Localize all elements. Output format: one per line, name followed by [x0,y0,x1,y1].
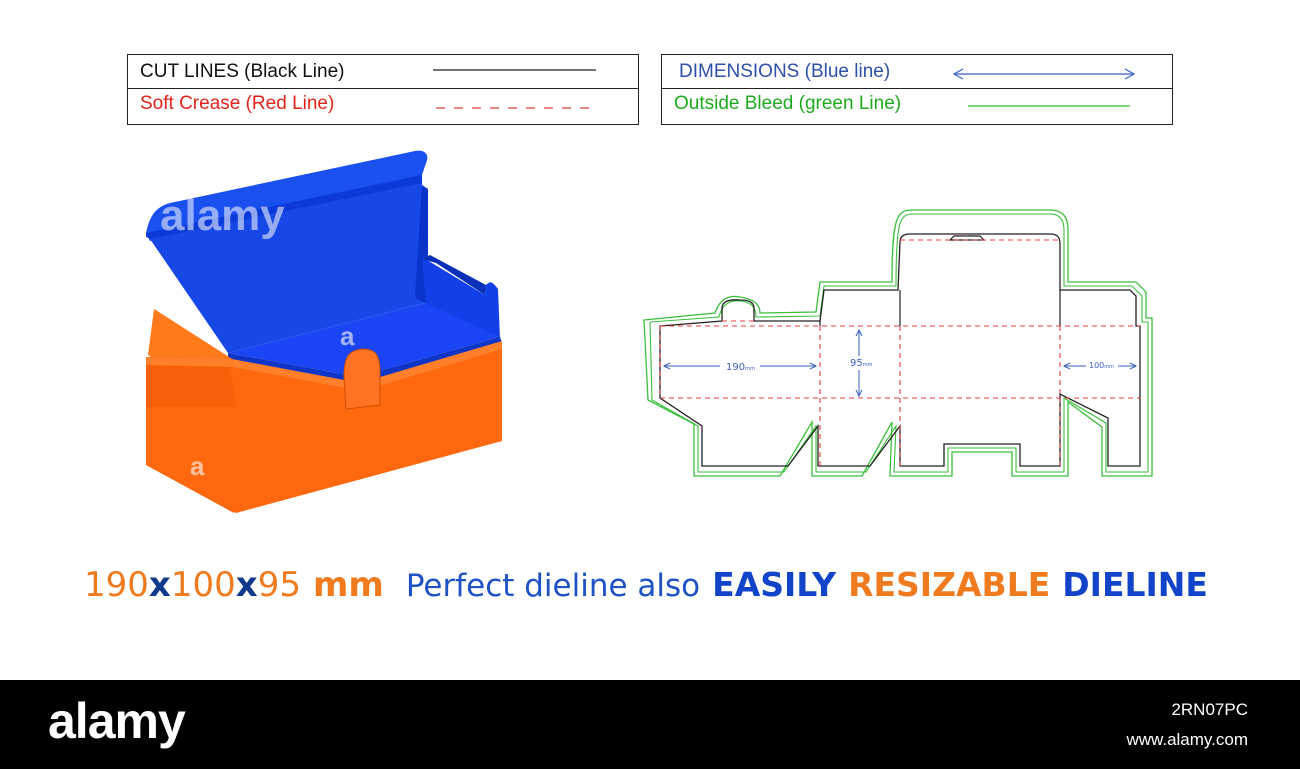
tagline-dim-length: 190 [84,565,149,605]
box-back-wall [150,183,425,353]
legend-label-outside-bleed: Outside Bleed (green Line) [674,93,902,114]
tagline-times-1: x [148,565,171,605]
cut-lock-slot [948,235,986,241]
watermark-image-id: 2RN07PC [1171,700,1248,719]
tagline-resizable: RESIZABLE [848,565,1051,604]
tagline-times-2: x [235,565,258,605]
legend-sample-dimension-arrow [952,68,1136,80]
dimension-value-height: 95 [850,358,863,369]
crease-lines [659,239,1140,466]
box-tuck-tab [343,348,381,410]
legend-sample-cut-line [433,69,596,71]
legend-row-outside-bleed: Outside Bleed (green Line) [662,89,1172,123]
box-front-rim [146,341,502,391]
dimension-label-width: 100mm [1089,361,1114,370]
tagline-dieline: DIELINE [1062,565,1208,604]
tagline-easily: EASILY [712,565,837,604]
dim-label-bg-length [720,358,760,374]
watermark-mark-box-top: a [340,321,355,351]
legend-row-soft-crease: Soft Crease (Red Line) [128,89,638,123]
cut-outline [659,233,1141,467]
dimension-label-height: 95mm [850,358,873,369]
legend-sample-crease-line [436,107,596,109]
watermark-mark-box-bottom: a [190,451,205,481]
tagline-middle-text: Perfect dieline also [405,568,701,604]
dimension-label-length: 190mm [726,362,755,373]
box-lid-edge [146,175,422,241]
bleed-outline-outer [643,209,1153,477]
watermark-site-url: www.alamy.com [1126,730,1248,749]
dimension-unit-height: mm [863,362,873,368]
dimension-unit-length: mm [745,366,755,372]
legend-sample-bleed-line [968,105,1130,107]
dimension-value-width: 100 [1089,361,1104,370]
watermark-footer-bar: alamy 2RN07PC www.alamy.com [0,680,1300,769]
dieline-drawing: 190mm 95mm 100mm [643,209,1153,477]
watermark-logo: alamy [48,693,186,749]
legend-box-dimension-bleed: DIMENSIONS (Blue line) Outside Bleed (gr… [661,54,1173,125]
dimension-unit-width: mm [1104,364,1114,370]
box-side-flap [422,257,500,339]
tagline-dim-height: 95 [257,565,301,605]
dimension-value-length: 190 [726,362,745,373]
box-3d-illustration: alamy a a [146,150,502,513]
box-floor [228,303,500,377]
bleed-outline-inner [649,213,1149,473]
legend-label-soft-crease: Soft Crease (Red Line) [140,93,335,114]
legend-label-cut-lines: CUT LINES (Black Line) [140,61,345,82]
legend-row-cut-lines: CUT LINES (Black Line) [128,55,638,89]
watermark-text-box: alamy [160,191,285,240]
box-front-face [146,343,502,513]
dim-label-bg-height [848,356,874,370]
box-front-top-band [146,357,236,407]
dim-label-bg-width [1086,358,1118,372]
tagline-dim-width: 100 [170,565,236,605]
legend-label-dimensions: DIMENSIONS (Blue line) [679,61,891,82]
box-side-flap-edge [422,255,486,295]
tagline-unit: mm [312,565,384,605]
legend-row-dimensions: DIMENSIONS (Blue line) [662,55,1172,89]
legend-box-cut-crease: CUT LINES (Black Line) Soft Crease (Red … [127,54,639,125]
